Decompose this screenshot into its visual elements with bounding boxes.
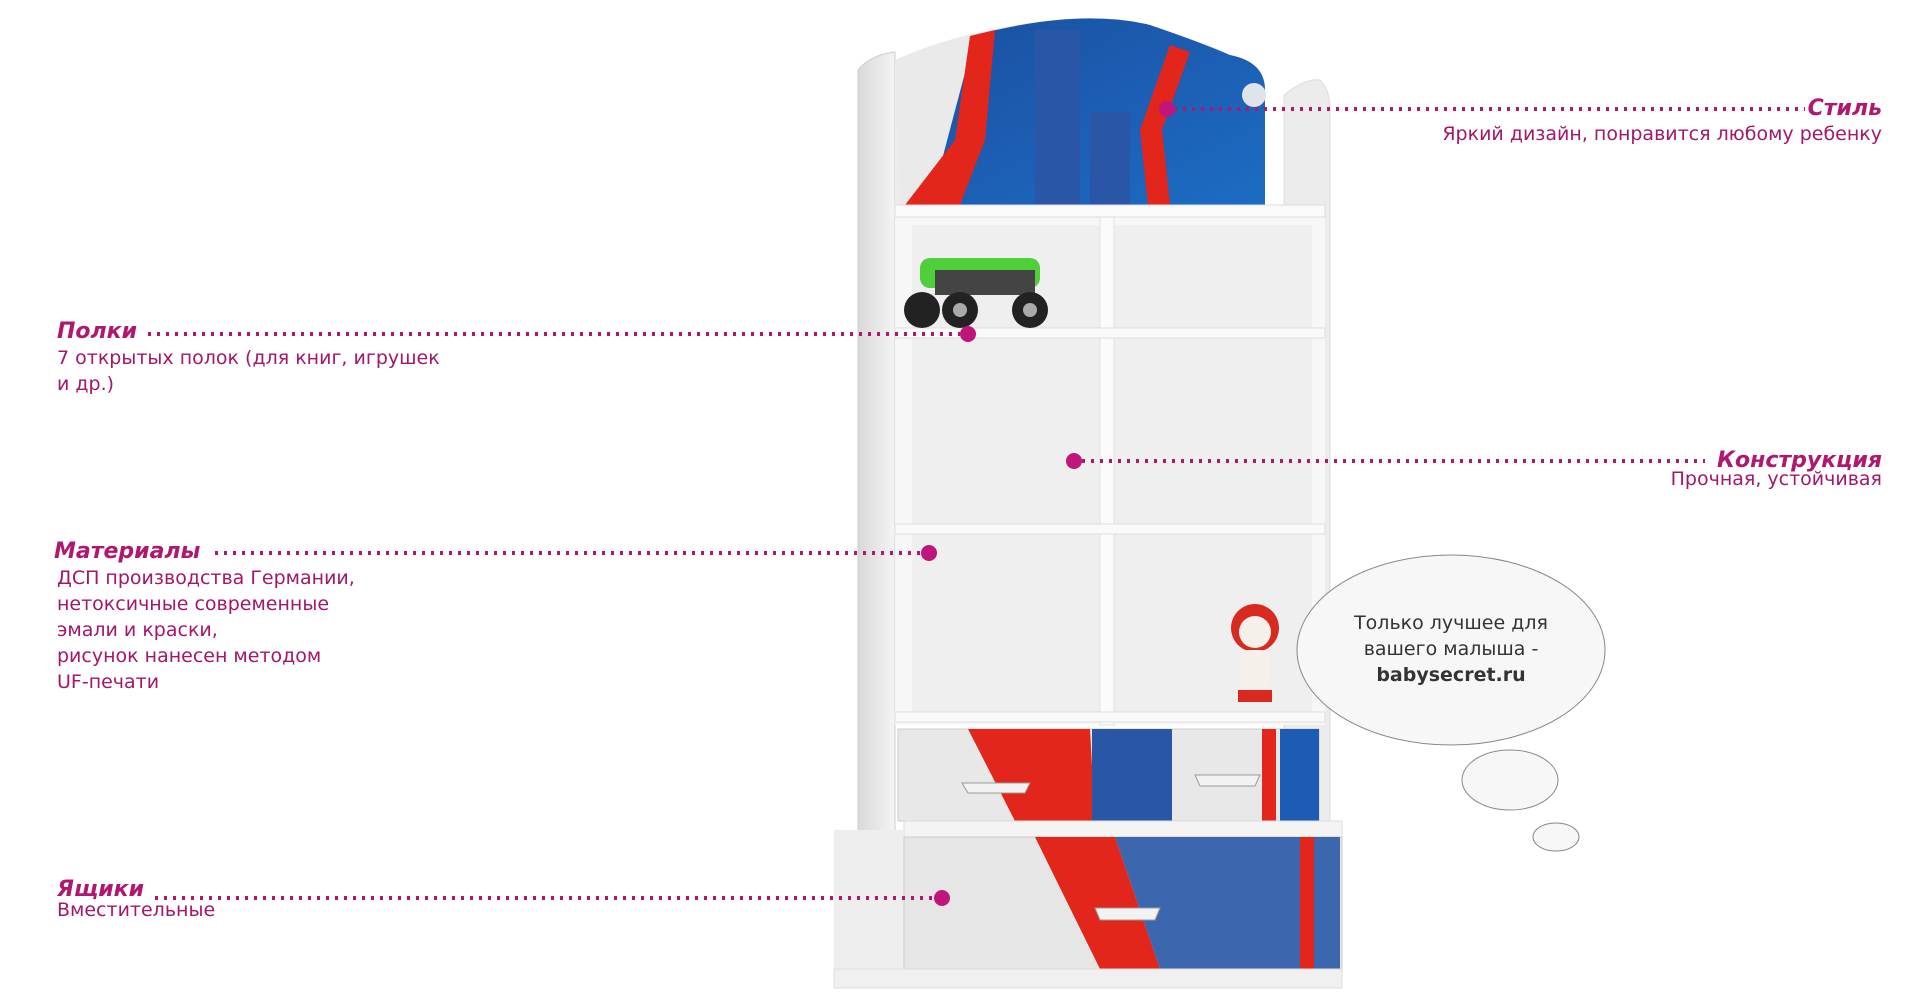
thought-bubble-small bbox=[1461, 749, 1559, 811]
bubble-site-link: babysecret.ru bbox=[1376, 664, 1526, 686]
feature-desc-style: Яркий дизайн, понравится любому ребенку bbox=[1442, 123, 1882, 145]
feature-desc-shelves: 7 открытых полок (для книг, игрушек bbox=[57, 347, 440, 369]
drawer-handle bbox=[961, 782, 1031, 794]
marker-dot bbox=[1159, 101, 1175, 117]
feature-desc-materials: нетоксичные современные bbox=[57, 593, 330, 615]
feature-title-construction: Конструкция bbox=[1717, 448, 1882, 473]
building bbox=[1090, 112, 1130, 205]
feature-title-drawers: Ящики bbox=[57, 877, 145, 902]
marker-dot bbox=[934, 890, 950, 906]
plinth-shelf bbox=[903, 820, 1343, 838]
shelf bbox=[894, 523, 1326, 535]
feature-desc-materials: UF-печати bbox=[57, 671, 160, 693]
web-pattern-area bbox=[895, 35, 975, 205]
toy-truck bbox=[904, 258, 1048, 328]
feature-desc-drawers: Вместительные bbox=[57, 899, 216, 921]
building bbox=[1035, 30, 1080, 205]
red-stripe-right bbox=[1140, 45, 1190, 205]
bubble-text: Только лучшее для вашего малыша - babyse… bbox=[1320, 610, 1582, 688]
thought-bubble-tiny bbox=[1532, 822, 1580, 852]
drawer-handle bbox=[1094, 907, 1161, 921]
bubble-line: Только лучшее для bbox=[1354, 612, 1548, 634]
feature-title-style: Стиль bbox=[1807, 96, 1882, 121]
red-stripe-left bbox=[905, 30, 995, 205]
feature-title-materials: Материалы bbox=[54, 539, 201, 564]
base-bottom bbox=[833, 968, 1343, 989]
feature-desc-construction: Прочная, устойчивая bbox=[1670, 468, 1882, 490]
marker-dot bbox=[921, 545, 937, 561]
toy-doll bbox=[1231, 604, 1279, 702]
feature-desc-shelves: и др.) bbox=[57, 373, 115, 395]
shelf bbox=[894, 204, 1326, 218]
drawer-handle bbox=[1194, 774, 1261, 787]
bubble-line: вашего малыша - bbox=[1363, 638, 1539, 660]
base-left bbox=[834, 830, 904, 988]
feature-title-shelves: Полки bbox=[57, 319, 137, 344]
shelf bbox=[894, 711, 1326, 723]
thought-bubble bbox=[1296, 554, 1606, 746]
feature-desc-materials: рисунок нанесен методом bbox=[57, 645, 322, 667]
feature-desc-materials: ДСП производства Германии, bbox=[57, 567, 355, 589]
marker-dot bbox=[1066, 453, 1082, 469]
marker-dot bbox=[960, 326, 976, 342]
feature-desc-materials: эмали и краски, bbox=[57, 619, 218, 641]
vertical-divider bbox=[1099, 214, 1115, 726]
logo-emblem bbox=[1242, 83, 1266, 107]
